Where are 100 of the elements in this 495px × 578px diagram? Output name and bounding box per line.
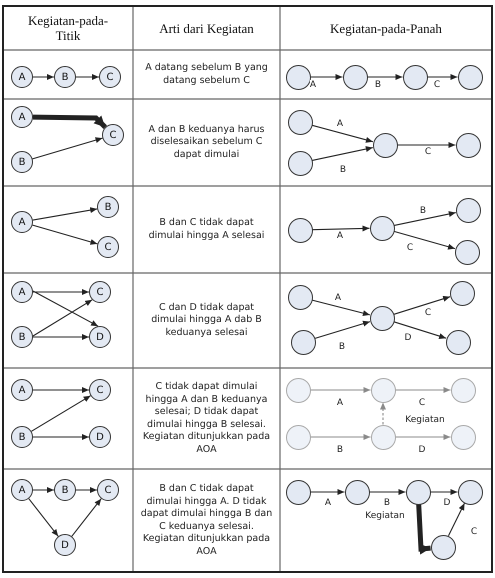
edge-label: C (418, 398, 426, 408)
arrow (32, 114, 107, 129)
arrow (76, 74, 99, 80)
event-node (370, 216, 394, 240)
event-node (430, 534, 456, 560)
column-header: Kegiatan-pada-Panah (330, 20, 442, 36)
activity-node: C (97, 479, 119, 501)
description-text: B dan C tidak dapat dimulai hingga A. D tidak dapat dimulai hingga B dan C keduanya selesai. Kegiatan ditunjukkan pada AOA (140, 483, 272, 558)
arrow (33, 289, 89, 295)
arrow (312, 225, 370, 232)
edge-label: D (418, 445, 426, 455)
activity-node: D (89, 426, 111, 448)
edge-label: B (340, 165, 346, 175)
edge-label: Kegiatan (365, 511, 405, 521)
edge-label: A (336, 398, 344, 408)
edge-label: C (470, 527, 478, 537)
arrow (312, 146, 373, 161)
arrow (416, 504, 431, 555)
event-node (406, 480, 430, 504)
event-node (372, 132, 398, 158)
edge-label: B (338, 342, 346, 352)
activity-node: A (11, 211, 33, 233)
edge-label: B (336, 445, 344, 455)
arrow (71, 498, 102, 537)
event-node (446, 330, 470, 354)
activity-node: C (99, 66, 121, 88)
event-node (288, 218, 312, 242)
arrow (394, 321, 446, 339)
column-header: Kegiatan-pada-Titik (26, 13, 110, 43)
arrow (76, 487, 97, 493)
edge-label: C (424, 308, 432, 318)
activity-node: D (54, 534, 76, 556)
arrow (314, 320, 370, 339)
arrow (310, 489, 344, 495)
edge-label: A (336, 231, 344, 241)
arrow (396, 434, 450, 440)
edge-label: D (444, 498, 450, 508)
event-node (458, 480, 482, 504)
activity-node: C (89, 379, 111, 401)
event-node (456, 132, 480, 158)
arrow (428, 74, 458, 80)
arrow (33, 74, 54, 80)
arrow (430, 489, 458, 495)
event-node (450, 378, 476, 402)
activity-node: A (11, 379, 33, 401)
activity-node: A (11, 66, 33, 88)
column-header: Arti dari Kegiatan (159, 20, 254, 36)
activity-node: C (102, 124, 124, 146)
arrow (312, 300, 370, 316)
edge-label: D (404, 333, 412, 343)
event-node (288, 150, 312, 176)
arrow (310, 74, 342, 80)
arrow (310, 387, 370, 393)
activity-node: A (11, 281, 33, 303)
arrow (396, 387, 450, 393)
event-node (402, 64, 428, 90)
arrow (33, 387, 89, 393)
description-text: A dan B keduanya harus diselesaikan sebelum C dapat dimulai (147, 124, 266, 162)
arrow (370, 489, 406, 495)
description-text: C dan D tidak dapat dimulai hingga A dab B keduanya selesai (150, 302, 263, 340)
activity-node: B (97, 196, 119, 218)
event-node (370, 306, 394, 330)
arrow (33, 434, 89, 440)
arrow (368, 74, 402, 80)
edge-label: B (384, 498, 390, 508)
event-node (342, 64, 368, 90)
event-node (288, 110, 312, 134)
event-node (370, 424, 396, 450)
arrow (448, 502, 465, 536)
arrow (32, 224, 98, 245)
arrow (32, 290, 98, 327)
event-node (290, 330, 316, 354)
arrow (33, 487, 54, 493)
edge-label: A (334, 293, 342, 303)
event-node (450, 280, 474, 306)
arrow (310, 434, 370, 440)
arrow (312, 124, 374, 143)
description-text: A datang sebelum B yang datang sebelum C (144, 62, 269, 87)
arrow (398, 142, 456, 148)
description-text: B dan C tidak dapat dimulai hingga A selesai (148, 217, 266, 242)
event-node (286, 64, 310, 90)
activity-node: B (11, 151, 33, 173)
arrow (394, 296, 450, 315)
event-node (458, 64, 482, 90)
arrow (394, 230, 456, 250)
edge-label: Kegiatan (405, 415, 445, 425)
activity-node: C (89, 281, 111, 303)
arrow (28, 498, 59, 537)
edge-label: A (310, 80, 316, 90)
arrow (32, 299, 92, 336)
event-node (456, 198, 480, 222)
edge-label: C (434, 80, 440, 90)
event-node (288, 284, 312, 310)
edge-label: B (374, 80, 382, 90)
activity-node: B (54, 479, 76, 501)
edge-label: B (420, 206, 426, 216)
event-node (370, 378, 396, 402)
arrow (32, 137, 103, 160)
arrow (380, 402, 386, 424)
activity-node: A (11, 106, 33, 128)
